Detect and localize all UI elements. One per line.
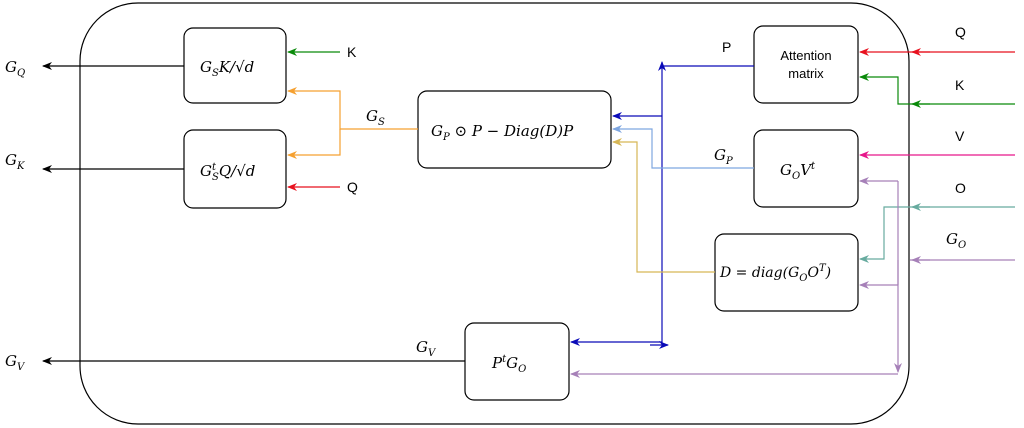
gq-output-label: GQ bbox=[5, 58, 25, 79]
gs-edge-label: GS bbox=[366, 107, 385, 128]
k-left-label: K bbox=[347, 44, 357, 60]
attention-box-line1: Attention bbox=[780, 48, 831, 63]
attention-box-line2: matrix bbox=[788, 66, 824, 81]
k-top-arrow bbox=[859, 73, 1015, 105]
d-to-gs-arrow bbox=[612, 138, 715, 273]
gs-to-gq-arrow bbox=[287, 87, 418, 130]
go-label: GO bbox=[946, 230, 966, 251]
d-box-label: D = diag(GOOT) bbox=[719, 263, 831, 284]
gp-box-label: GOVt bbox=[780, 161, 816, 182]
v-label: V bbox=[955, 128, 965, 144]
p-edge-label: P bbox=[722, 39, 731, 55]
gs-to-gk-arrow bbox=[287, 129, 341, 159]
gv-output-label: GV bbox=[5, 352, 26, 373]
outer-container bbox=[79, 2, 910, 425]
gk-output-label: GK bbox=[5, 151, 25, 172]
o-label: O bbox=[955, 180, 966, 196]
gp-to-gs-arrow bbox=[612, 125, 754, 169]
attention-box bbox=[753, 25, 859, 104]
q-left-label: Q bbox=[347, 179, 358, 195]
o-arrow bbox=[859, 206, 1015, 263]
gv-box-label: PtGO bbox=[491, 354, 526, 375]
gs-box-label: GP ⊙ P − Diag(D)P bbox=[431, 122, 574, 143]
gp-edge-label: GP bbox=[714, 146, 733, 167]
gv-edge-label: GV bbox=[416, 338, 437, 359]
k-top-label: K bbox=[955, 77, 965, 93]
q-top-label: Q bbox=[955, 24, 966, 40]
gq-box-label: GSK/√d bbox=[200, 58, 254, 79]
